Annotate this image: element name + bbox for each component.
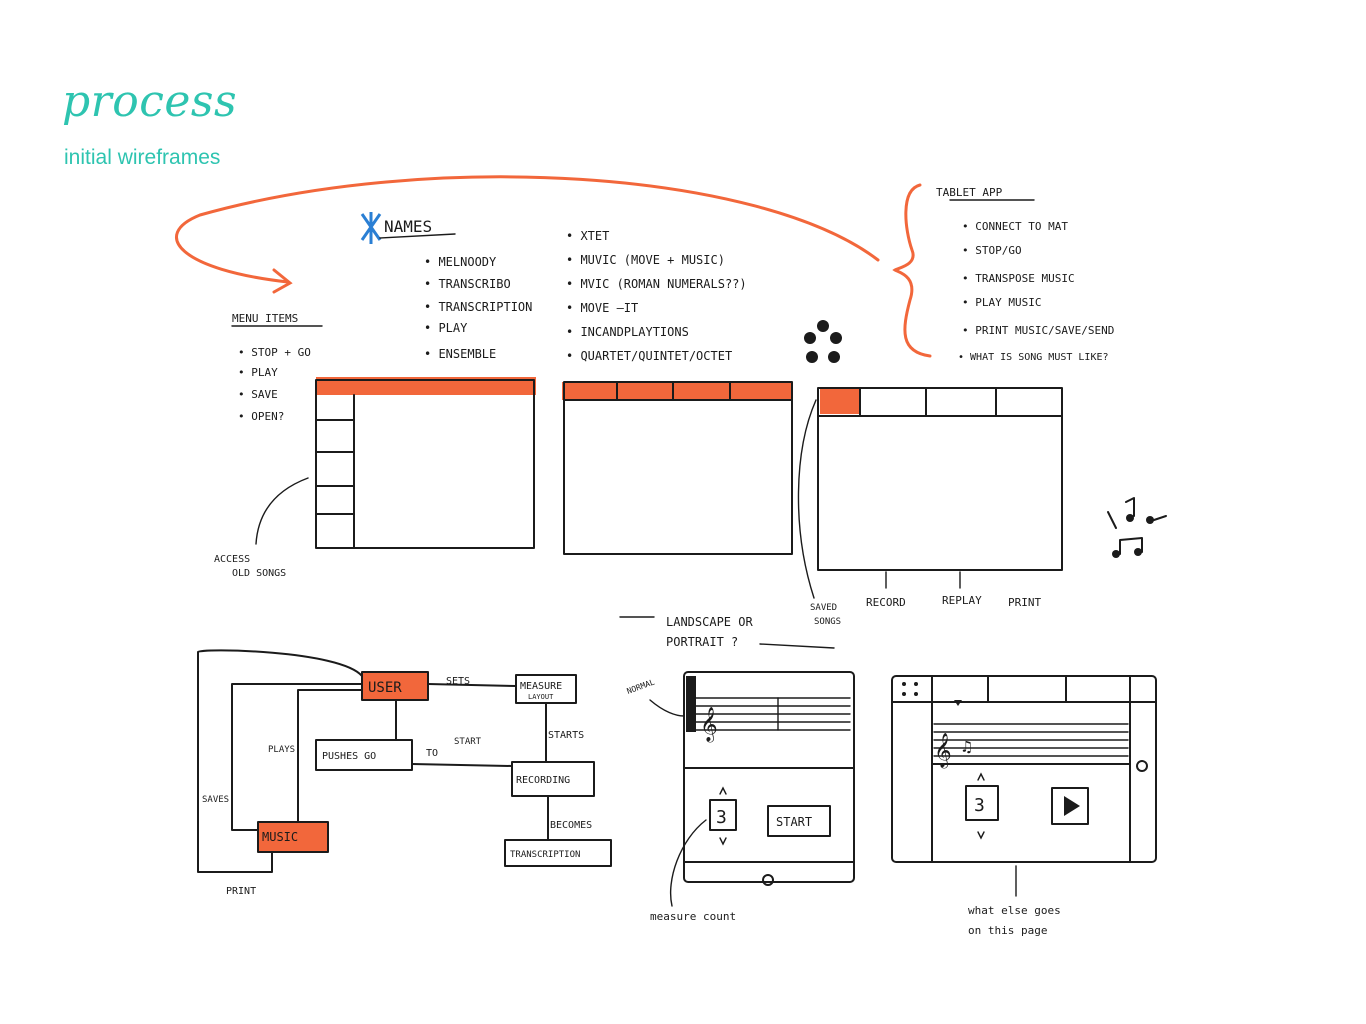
tablet-sketch-portrait: 𝄞 3 START NORMAL measure count bbox=[626, 671, 855, 923]
name-item: • TRANSCRIPTION bbox=[424, 300, 532, 314]
tablet-item: • PRINT MUSIC/SAVE/SEND bbox=[962, 324, 1114, 337]
menu-item: • STOP + GO bbox=[238, 346, 311, 359]
recording-box bbox=[511, 761, 595, 797]
home-button-icon bbox=[1136, 760, 1148, 772]
access-label: ACCESS bbox=[214, 554, 250, 565]
name-item: • MELNOODY bbox=[424, 255, 497, 269]
tablet-item: • WHAT IS SONG MUST LIKE? bbox=[958, 352, 1109, 363]
playhead-icon bbox=[954, 700, 962, 706]
tablet-item: • CONNECT TO MAT bbox=[962, 220, 1068, 233]
menu-items-heading: MENU ITEMS bbox=[232, 312, 298, 325]
arrow-head-icon bbox=[272, 268, 293, 294]
recording-label: RECORDING bbox=[516, 775, 570, 786]
record-label: RECORD bbox=[866, 596, 906, 609]
stepper-arrows-icon bbox=[719, 786, 727, 846]
plays-label: PLAYS bbox=[268, 745, 295, 755]
stepper-arrows-icon bbox=[977, 772, 985, 840]
music-notes-icon: ♫ bbox=[962, 737, 972, 756]
measure-label: MEASURE bbox=[520, 681, 562, 692]
normal-label: NORMAL bbox=[626, 677, 656, 695]
access-label: OLD SONGS bbox=[232, 568, 286, 579]
tablet-item: • STOP/GO bbox=[962, 244, 1022, 257]
music-label: MUSIC bbox=[262, 830, 298, 844]
wireframe-3: SAVED SONGS RECORD REPLAY PRINT bbox=[797, 387, 1063, 627]
saves-label: SAVES bbox=[202, 795, 229, 805]
dots-logo-icon bbox=[804, 320, 842, 363]
wireframe-2 bbox=[562, 381, 793, 555]
count-box bbox=[709, 799, 737, 831]
sets-label: SETS bbox=[446, 676, 470, 687]
start-label: START bbox=[776, 815, 812, 829]
play-icon bbox=[1064, 796, 1080, 816]
count-value: 3 bbox=[716, 807, 727, 828]
saved-label: SONGS bbox=[814, 617, 841, 627]
play-button-sketch bbox=[1051, 787, 1089, 825]
menu-item: • PLAY bbox=[238, 366, 278, 379]
print-label: PRINT bbox=[226, 886, 256, 897]
home-button-icon bbox=[762, 874, 774, 886]
orange-header-bar bbox=[316, 377, 536, 395]
measure-label: LAYOUT bbox=[528, 693, 554, 701]
menu-item: • OPEN? bbox=[238, 410, 284, 423]
orange-arc-arrow bbox=[175, 175, 880, 284]
user-label: USER bbox=[368, 680, 402, 696]
flow-diagram: USER MUSIC PUSHES GO MEASURE LAYOUT RECO… bbox=[197, 649, 612, 897]
becomes-label: BECOMES bbox=[550, 820, 592, 831]
treble-clef-icon: 𝄞 bbox=[700, 707, 718, 743]
orientation-label: LANDSCAPE OR bbox=[666, 615, 753, 629]
name-item: • INCANDPLAYTIONS bbox=[566, 325, 689, 339]
print-label: PRINT bbox=[1008, 596, 1041, 609]
name-item: • ENSEMBLE bbox=[424, 347, 496, 361]
what-else-label: on this page bbox=[968, 924, 1047, 937]
saved-label: SAVED bbox=[810, 603, 837, 613]
name-item: • MVIC (ROMAN NUMERALS??) bbox=[566, 277, 747, 291]
menu-items-block: MENU ITEMS • STOP + GO • PLAY • SAVE • O… bbox=[231, 312, 323, 423]
wireframe-1: ACCESS OLD SONGS bbox=[214, 377, 536, 579]
names-block: NAMES • MELNOODY • TRANSCRIBO • TRANSCRI… bbox=[360, 212, 747, 363]
orientation-note: LANDSCAPE OR PORTRAIT ? bbox=[619, 615, 835, 649]
start-label: START bbox=[454, 737, 482, 747]
music-box bbox=[258, 822, 328, 852]
orange-header-bar bbox=[562, 382, 792, 400]
pushes-go-label: PUSHES GO bbox=[322, 751, 376, 762]
pushes-go-box bbox=[315, 739, 413, 771]
count-value: 3 bbox=[974, 795, 985, 816]
grid-dots-icon bbox=[902, 682, 918, 696]
what-else-label: what else goes bbox=[968, 904, 1061, 917]
tablet-item: • PLAY MUSIC bbox=[962, 296, 1041, 309]
name-item: • QUARTET/QUINTET/OCTET bbox=[566, 349, 732, 363]
page-title: process bbox=[62, 76, 238, 127]
name-item: • MOVE –IT bbox=[566, 301, 638, 315]
page-subtitle: initial wireframes bbox=[64, 146, 221, 169]
user-box bbox=[362, 672, 428, 700]
transcription-label: TRANSCRIPTION bbox=[510, 850, 580, 860]
name-item: • XTET bbox=[566, 229, 609, 243]
start-button-sketch bbox=[767, 805, 831, 837]
transcription-box bbox=[504, 839, 612, 867]
replay-label: REPLAY bbox=[942, 594, 982, 607]
tablet-app-heading: TABLET APP bbox=[936, 186, 1003, 199]
menu-item: • SAVE bbox=[238, 388, 278, 401]
orientation-label: PORTRAIT ? bbox=[666, 635, 738, 649]
name-item: • TRANSCRIBO bbox=[424, 277, 511, 291]
name-item: • MUVIC (MOVE + MUSIC) bbox=[566, 253, 725, 267]
starts-label: STARTS bbox=[548, 730, 584, 741]
to-label: TO bbox=[426, 748, 438, 759]
name-item: • PLAY bbox=[424, 321, 468, 335]
measure-count-label: measure count bbox=[650, 910, 736, 923]
star-icon bbox=[360, 212, 382, 244]
orange-tab bbox=[820, 388, 860, 414]
tablet-item: • TRANSPOSE MUSIC bbox=[962, 272, 1075, 285]
tablet-sketch-landscape: 𝄞 ♫ 3 what else goes on this page bbox=[891, 675, 1157, 937]
music-notes-icon bbox=[1107, 497, 1167, 558]
count-box bbox=[965, 785, 999, 821]
orange-brace bbox=[892, 183, 932, 358]
names-heading: NAMES bbox=[384, 217, 432, 236]
tablet-app-block: TABLET APP • CONNECT TO MAT • STOP/GO • … bbox=[892, 183, 1114, 363]
treble-clef-icon: 𝄞 bbox=[934, 733, 952, 769]
